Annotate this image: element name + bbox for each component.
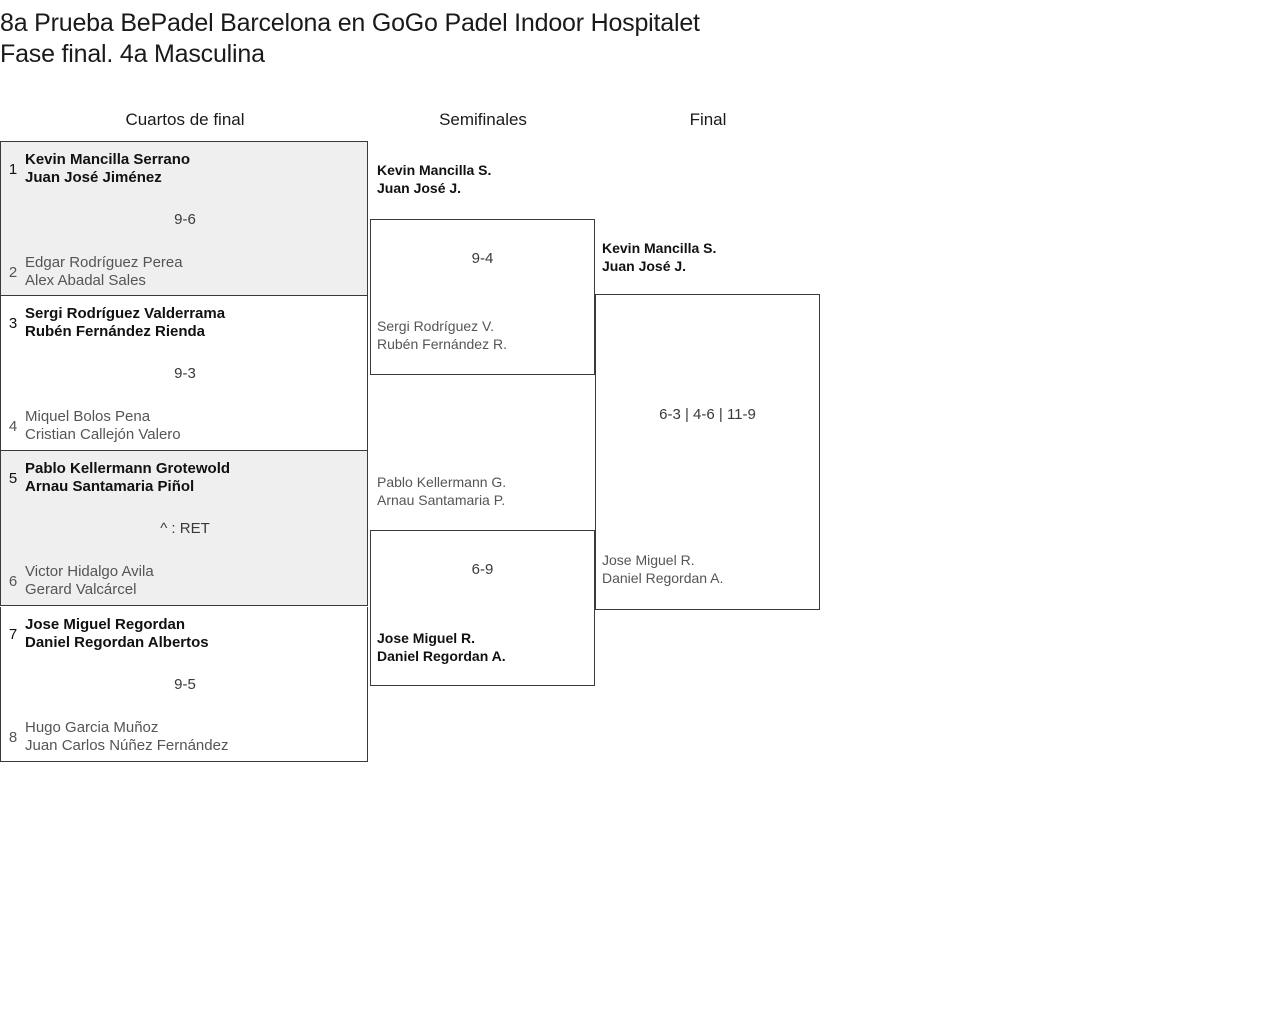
seed-number: 7 <box>8 625 18 643</box>
player-name: Alex Abadal Sales <box>25 272 146 289</box>
player-name: Juan Carlos Núñez Fernández <box>25 737 229 754</box>
player-name: Rubén Fernández Rienda <box>25 323 206 340</box>
team-names: Sergi Rodríguez Valderrama Rubén Fernánd… <box>25 305 225 341</box>
round-header-quarterfinals: Cuartos de final <box>125 110 245 129</box>
match-team-top[interactable]: 7 Jose Miguel Regordan Daniel Regordan A… <box>1 614 361 654</box>
match-score: 9-3 <box>174 365 196 382</box>
player-name: Miquel Bolos Pena <box>25 408 151 425</box>
match-score: 9-6 <box>174 211 196 228</box>
match-team-top[interactable]: 1 Kevin Mancilla Serrano Juan José Jimén… <box>1 149 361 189</box>
page-title: 8a Prueba BePadel Barcelona en GoGo Pade… <box>0 8 1180 70</box>
player-name: Kevin Mancilla S. <box>377 162 492 178</box>
quarterfinal-match-3[interactable]: 5 Pablo Kellermann Grotewold Arnau Santa… <box>0 451 368 606</box>
player-name: Edgar Rodríguez Perea <box>25 254 183 271</box>
player-name: Victor Hidalgo Avila <box>25 563 154 580</box>
player-name: Juan José Jiménez <box>25 169 162 186</box>
player-name: Juan José J. <box>602 258 687 274</box>
match-score: 6-3 | 4-6 | 11-9 <box>659 406 756 423</box>
team-names: Miquel Bolos Pena Cristian Callejón Vale… <box>25 408 181 444</box>
semifinal-match-2[interactable]: 6-9 <box>370 530 595 686</box>
match-score: 9-4 <box>471 250 494 267</box>
player-name: Daniel Regordan Albertos <box>25 634 209 651</box>
match-score: ^ : RET <box>160 520 210 537</box>
player-name: Arnau Santamaria P. <box>377 492 506 508</box>
match-team-top[interactable]: 5 Pablo Kellermann Grotewold Arnau Santa… <box>1 458 361 498</box>
round-header-semifinals: Semifinales <box>439 110 527 129</box>
player-name: Arnau Santamaria Piñol <box>25 478 195 495</box>
team-names: Victor Hidalgo Avila Gerard Valcárcel <box>25 563 154 599</box>
page-title-line-1: 8a Prueba BePadel Barcelona en GoGo Pade… <box>0 9 700 37</box>
team-names: Edgar Rodríguez Perea Alex Abadal Sales <box>25 254 183 290</box>
quarterfinal-match-1[interactable]: 1 Kevin Mancilla Serrano Juan José Jimén… <box>0 141 368 296</box>
player-name: Sergi Rodríguez V. <box>377 318 494 334</box>
player-name: Jose Miguel R. <box>377 630 476 646</box>
match-team-bottom[interactable]: Sergi Rodríguez V. Rubén Fernández R. <box>377 317 592 353</box>
match-team-bottom[interactable]: 6 Victor Hidalgo Avila Gerard Valcárcel <box>1 561 361 601</box>
seed-number: 2 <box>8 263 18 281</box>
player-name: Jose Miguel R. <box>602 552 695 568</box>
player-name: Juan José J. <box>377 180 462 196</box>
team-names: Hugo Garcia Muñoz Juan Carlos Núñez Fern… <box>25 719 228 755</box>
team-names: Kevin Mancilla Serrano Juan José Jiménez <box>25 151 190 187</box>
player-name: Hugo Garcia Muñoz <box>25 719 159 736</box>
seed-number: 5 <box>8 469 18 487</box>
match-team-bottom[interactable]: 8 Hugo Garcia Muñoz Juan Carlos Núñez Fe… <box>1 717 361 757</box>
page-title-line-2: Fase final. 4a Masculina <box>0 40 265 68</box>
match-team-bottom[interactable]: Jose Miguel R. Daniel Regordan A. <box>377 629 592 665</box>
seed-number: 1 <box>8 160 18 178</box>
semifinal-match-1[interactable]: 9-4 <box>370 219 595 375</box>
quarterfinal-match-4[interactable]: 7 Jose Miguel Regordan Daniel Regordan A… <box>0 607 368 762</box>
match-team-bottom[interactable]: Jose Miguel R. Daniel Regordan A. <box>602 551 817 587</box>
seed-number: 6 <box>8 572 18 590</box>
player-name: Pablo Kellermann Grotewold <box>25 460 231 477</box>
match-score: 9-5 <box>174 676 196 693</box>
player-name: Daniel Regordan A. <box>602 570 724 586</box>
match-score: 6-9 <box>471 561 494 578</box>
player-name: Pablo Kellermann G. <box>377 474 507 490</box>
match-team-top[interactable]: 3 Sergi Rodríguez Valderrama Rubén Ferná… <box>1 303 361 343</box>
player-name: Daniel Regordan A. <box>377 648 506 664</box>
seed-number: 3 <box>8 314 18 332</box>
match-team-bottom[interactable]: 2 Edgar Rodríguez Perea Alex Abadal Sale… <box>1 252 361 292</box>
match-team-top[interactable]: Kevin Mancilla S. Juan José J. <box>602 239 817 275</box>
seed-number: 4 <box>8 417 18 435</box>
seed-number: 8 <box>8 728 18 746</box>
player-name: Cristian Callejón Valero <box>25 426 181 443</box>
match-team-top[interactable]: Kevin Mancilla S. Juan José J. <box>377 161 592 197</box>
match-team-bottom[interactable]: 4 Miquel Bolos Pena Cristian Callejón Va… <box>1 406 361 446</box>
team-names: Pablo Kellermann Grotewold Arnau Santama… <box>25 460 230 496</box>
match-team-top[interactable]: Pablo Kellermann G. Arnau Santamaria P. <box>377 473 592 509</box>
player-name: Jose Miguel Regordan <box>25 616 186 633</box>
player-name: Rubén Fernández R. <box>377 336 507 352</box>
round-header-final: Final <box>689 110 727 129</box>
final-match[interactable]: 6-3 | 4-6 | 11-9 <box>595 294 820 610</box>
player-name: Kevin Mancilla Serrano <box>25 151 191 168</box>
player-name: Gerard Valcárcel <box>25 581 137 598</box>
player-name: Sergi Rodríguez Valderrama <box>25 305 226 322</box>
quarterfinal-match-2[interactable]: 3 Sergi Rodríguez Valderrama Rubén Ferná… <box>0 296 368 451</box>
team-names: Jose Miguel Regordan Daniel Regordan Alb… <box>25 616 209 652</box>
player-name: Kevin Mancilla S. <box>602 240 717 256</box>
